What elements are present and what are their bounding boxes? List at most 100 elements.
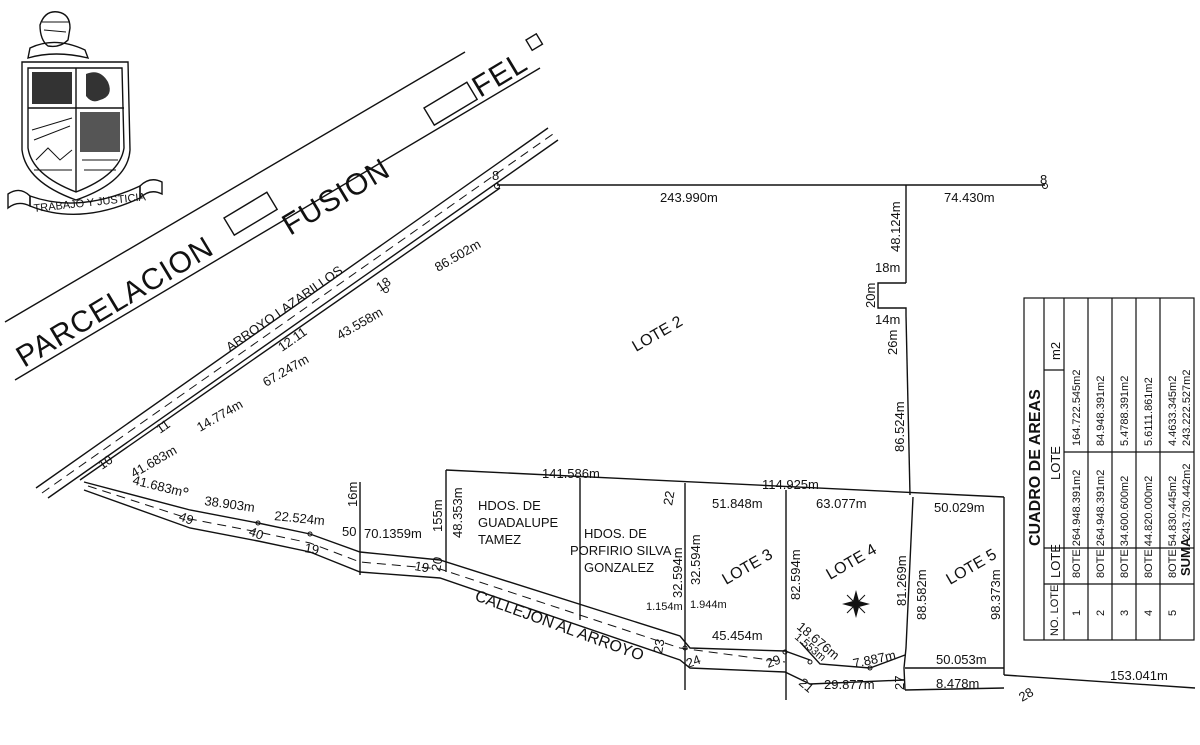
measure-label: 43.558m — [334, 304, 385, 342]
table-cell-area: 64.948.391m2 — [1095, 470, 1107, 540]
table-col-m2: m2 — [1048, 342, 1063, 360]
point-label: 8 — [492, 168, 499, 183]
measure-label: 86.524m — [892, 401, 907, 452]
measure-label: 14m — [875, 312, 900, 327]
table-cell-area: 4.600.600m2 — [1119, 476, 1131, 540]
measure-label: 14.774m — [194, 396, 245, 434]
measure-label: 98.373m — [988, 569, 1003, 620]
coat-of-arms: TRABAJO Y JUSTICIA — [7, 11, 163, 215]
table-col-lote: LOTE — [1048, 544, 1063, 578]
owner-porfirio-line2: PORFIRIO SILVA — [570, 543, 672, 558]
measure-label: 88.582m — [914, 569, 929, 620]
table-cell-area: 84.948.391m2 — [1095, 376, 1107, 446]
table-cell-no: 3 — [1119, 610, 1131, 616]
table-cell-area: 164.722.545m2 — [1071, 370, 1083, 446]
point-label: 11 — [153, 416, 173, 436]
table-suma-area: 243.222.527m2 — [1181, 370, 1193, 446]
measure-label: 1.944m — [690, 599, 727, 611]
measure-label: 38.903m — [204, 493, 256, 515]
table-cell-area: 4.830.445m2 — [1167, 476, 1179, 540]
measure-label: 155m — [430, 499, 445, 532]
road-marker-box — [223, 191, 279, 237]
measure-label: 18m — [875, 260, 900, 275]
table-cell-lote: 8OTE 2 — [1095, 540, 1107, 578]
table-col-lote-2: LOTE — [1048, 446, 1063, 480]
measure-label: 74.430m — [944, 190, 995, 205]
parcel-boundaries — [359, 184, 1196, 700]
point-label: 28 — [1016, 684, 1036, 704]
point-label: 49 — [177, 509, 196, 528]
owner-porfirio-line3: GONZALEZ — [584, 560, 654, 575]
table-cell-area: 5.4788.391m2 — [1119, 376, 1131, 446]
road-label-callejon: CALLEJON AL ARROYO — [473, 588, 646, 665]
point-label: 23 — [650, 638, 667, 655]
measure-label: 81.269m — [894, 555, 909, 606]
table-cell-lote: 8OTE 3 — [1119, 540, 1131, 578]
point-label: 20 — [428, 556, 445, 573]
lot-label-2: LOTE 2 — [630, 313, 686, 355]
measure-label: 8.478m — [936, 676, 979, 691]
point-label: 19 — [303, 540, 320, 557]
measure-label: 153.041m — [1110, 668, 1168, 683]
measure-label: 51.848m — [712, 496, 763, 511]
lot-label-3: LOTE 3 — [720, 546, 776, 588]
measure-label: 32.594m — [670, 547, 685, 598]
measure-label: 48.353m — [450, 487, 465, 538]
measure-label: 67.247m — [260, 351, 311, 389]
point-label: 10 — [95, 452, 115, 473]
point-label: 40 — [247, 524, 266, 543]
table-cell-lote: 8OTE 4 — [1143, 540, 1155, 578]
measure-label: 70.1359m — [364, 526, 422, 541]
measure-label: 45.454m — [712, 628, 763, 643]
owner-porfirio-line1: HDOS. DE — [584, 526, 647, 541]
measure-label: 50 — [342, 524, 356, 539]
road-marker-box — [525, 32, 544, 52]
measure-label: 114.925m — [762, 477, 819, 492]
point-label: 18 — [373, 274, 393, 295]
measure-label: 50.029m — [934, 500, 985, 515]
road-label-parcelacion: PARCELACION — [11, 230, 220, 374]
measure-label: 29.877m — [824, 677, 875, 692]
table-cell-no: 4 — [1143, 610, 1155, 616]
measure-label: 26m — [885, 330, 900, 355]
north-arrow-icon — [842, 590, 870, 618]
lot-label-4: LOTE 4 — [824, 541, 880, 583]
lot-labels: LOTE 2 LOTE 3 LOTE 4 LOTE 5 HDOS. DE GUA… — [478, 313, 1000, 588]
measure-label: 50.053m — [936, 652, 987, 667]
table-col-no: NO. LOTE — [1049, 585, 1061, 636]
owner-guadalupe-line3: TAMEZ — [478, 532, 521, 547]
table-cell-area: 5.6111.861m2 — [1143, 377, 1155, 446]
table-cell-no: 2 — [1095, 610, 1107, 616]
table-cell-no: 5 — [1167, 610, 1179, 616]
point-label: 8 — [1040, 172, 1047, 187]
table-cell-no: 1 — [1071, 610, 1083, 616]
measure-label: 63.077m — [816, 496, 867, 511]
measurements: 243.990m 74.430m 48.124m 18m 20m 14m 26m… — [128, 190, 1168, 692]
measure-label: 141.586m — [542, 466, 600, 481]
measure-label: 86.502m — [432, 236, 483, 274]
road-marker-box — [423, 81, 479, 127]
road-label-fel: FEL — [467, 46, 534, 104]
measure-label: 41.683m — [131, 472, 184, 499]
point-label: 12.11 — [275, 324, 309, 354]
point-label: 19 — [413, 558, 430, 575]
table-suma-area: 243.730.442m2 — [1181, 464, 1193, 540]
table-suma-label: SUMA — [1178, 537, 1193, 576]
measure-label: 48.124m — [888, 201, 903, 252]
measure-label: 82.594m — [788, 549, 803, 600]
table-cell-lote: 8OTE 2 — [1071, 540, 1083, 578]
point-label: 24 — [684, 652, 703, 671]
road-label-fusion: FUSION — [277, 152, 396, 242]
owner-guadalupe-line2: GUADALUPE — [478, 515, 559, 530]
table-cell-area: 4.820.000m2 — [1143, 476, 1155, 540]
table-cell-area: 4.4633.345m2 — [1167, 376, 1179, 446]
measure-label: 20m — [863, 283, 878, 308]
measure-label: 243.990m — [660, 190, 718, 205]
point-label: 29 — [764, 652, 783, 671]
table-cell-area: 64.948.391m2 — [1071, 470, 1083, 540]
table-title: CUADRO DE AREAS — [1027, 389, 1044, 546]
measure-label: 32.594m — [688, 534, 703, 585]
areas-table: CUADRO DE AREAS NO. LOTE LOTE LOTE m2 1 … — [1023, 297, 1195, 641]
measure-label: 16m — [345, 482, 360, 507]
